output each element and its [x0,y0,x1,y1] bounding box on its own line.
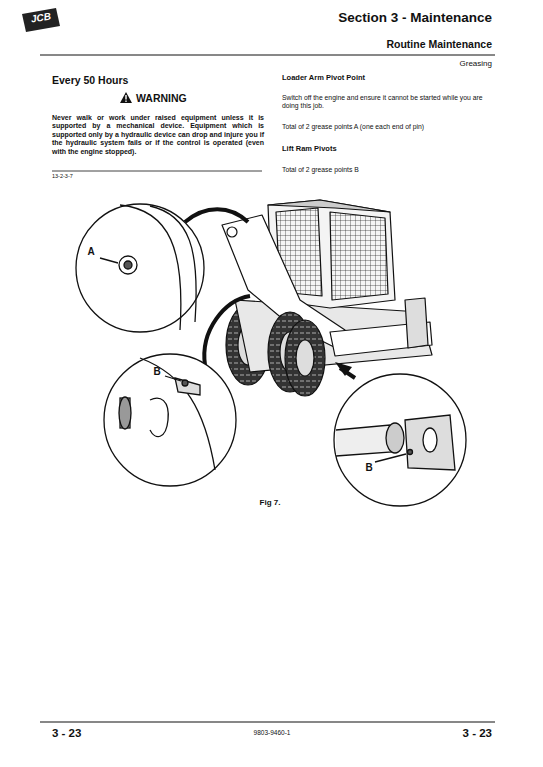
page-number: 3 - 23 [52,727,112,741]
instruction-text: Total of 2 grease points A (one each end… [282,123,492,131]
instruction-text: Switch off the engine and ensure it cann… [282,94,492,110]
callout-letter: A [84,246,98,258]
interval-heading: Every 50 Hours [52,74,252,87]
page-number: 3 - 23 [432,727,492,741]
callout-letter: B [150,366,164,378]
step-heading: Loader Arm Pivot Point [282,73,492,82]
logo [22,8,60,32]
warning-text: Never walk or work under raised equipmen… [52,114,264,156]
step-heading: Lift Ram Pivots [282,144,492,153]
document-number: 9803-9460-1 [222,729,322,737]
section-subtitle: Routine Maintenance [240,38,492,51]
reference-code: 13-2-3-7 [52,173,132,180]
figure-caption: Fig 7. [240,498,300,508]
callout-letter: B [362,462,376,474]
warning-heading: WARNING [136,92,216,105]
instruction-text: Total of 2 grease points B [282,166,492,174]
topic-name: Greasing [340,59,492,69]
page-title: Section 3 - Maintenance [240,10,492,26]
